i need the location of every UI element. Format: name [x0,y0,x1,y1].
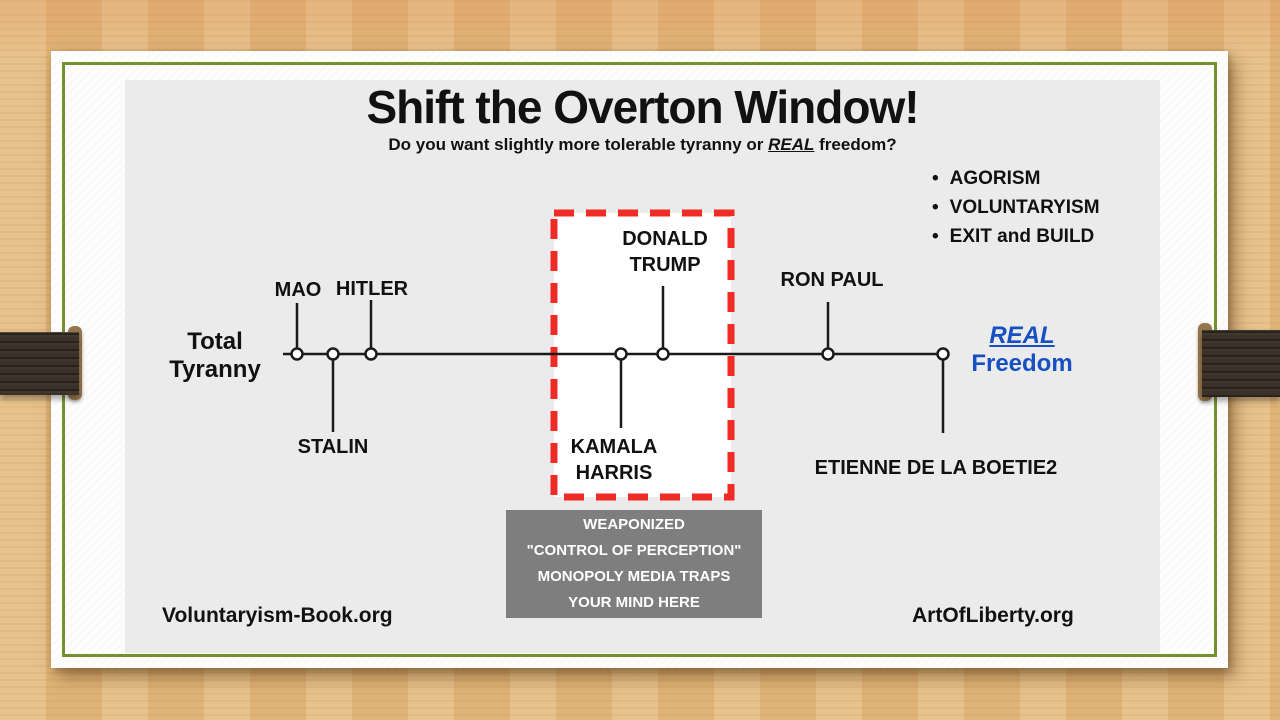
bullet-dot-icon: • [932,226,939,247]
axis-label-real: REAL [989,322,1055,349]
bullet-label: EXIT and BUILD [949,226,1095,247]
media-trap-note-box: WEAPONIZED "CONTROL OF PERCEPTION" MONOP… [506,510,762,618]
point-label-mao: MAO [274,279,322,301]
point-label-donald-trump: DONALD TRUMP [622,228,708,276]
note-line: MONOPOLY MEDIA TRAPS [537,568,731,585]
bullet-label: AGORISM [949,168,1041,189]
axis-label-real-freedom: REAL Freedom [957,322,1087,378]
note-line: YOUR MIND HERE [568,594,700,611]
page-title: Shift the Overton Window! [366,81,919,133]
list-item: • EXIT and BUILD [932,222,1100,251]
note-line: "CONTROL OF PERCEPTION" [526,542,742,559]
footer-left-url: Voluntaryism-Book.org [162,604,393,627]
list-item: • AGORISM [932,164,1100,193]
point-label-hitler: HITLER [335,278,409,300]
point-label-etienne: ETIENNE DE LA BOETIE2 [814,457,1058,479]
bullet-label: VOLUNTARYISM [949,197,1100,218]
footer-right-url: ArtOfLiberty.org [912,604,1074,627]
bullet-dot-icon: • [932,168,939,189]
point-label-ron-paul: RON PAUL [780,269,884,291]
axis-label-total-tyranny: Total Tyranny [169,328,261,383]
subtitle-emphasis: REAL [768,135,815,154]
subtitle-text-pre: Do you want slightly more tolerable tyra… [388,135,769,154]
right-strap [1202,330,1280,397]
subtitle-text-post: freedom? [814,135,897,154]
note-line: WEAPONIZED [583,516,685,533]
alternatives-bullet-list: • AGORISM • VOLUNTARYISM • EXIT and BUILD [932,164,1100,251]
bullet-dot-icon: • [932,197,939,218]
point-label-stalin: STALIN [297,436,369,458]
axis-label-freedom: Freedom [971,350,1073,377]
list-item: • VOLUNTARYISM [932,193,1100,222]
left-strap [0,332,79,395]
point-label-kamala-harris: KAMALA HARRIS [570,436,658,484]
page-subtitle: Do you want slightly more tolerable tyra… [125,134,1160,156]
